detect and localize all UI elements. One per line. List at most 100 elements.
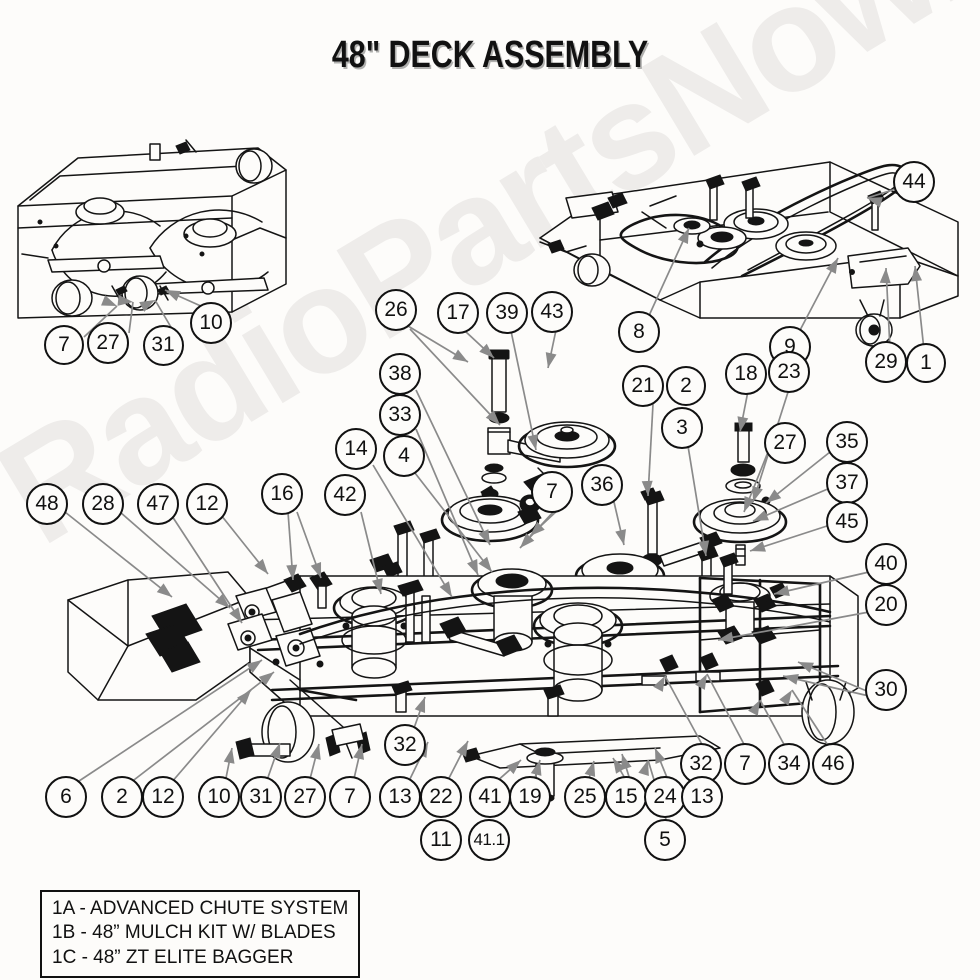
legend-line-1a: 1A - ADVANCED CHUTE SYSTEM: [52, 898, 349, 919]
callout-43[interactable]: 43: [531, 291, 573, 333]
callout-7[interactable]: 7: [44, 325, 84, 365]
callout-27[interactable]: 27: [284, 776, 326, 818]
callout-33[interactable]: 33: [379, 394, 421, 436]
callout-28[interactable]: 28: [82, 483, 124, 525]
callout-46[interactable]: 46: [812, 743, 854, 785]
leader-7c-a-arrowhead: [520, 533, 535, 548]
callout-1[interactable]: 1: [906, 343, 946, 383]
leader-30b: [782, 675, 870, 697]
leader-22: [446, 740, 469, 783]
callout-15[interactable]: 15: [605, 776, 647, 818]
page-title: 48" DECK ASSEMBLY: [331, 34, 649, 76]
callout-7[interactable]: 7: [724, 743, 766, 785]
callout-7[interactable]: 7: [329, 776, 371, 818]
leader-30a: [797, 661, 870, 693]
callout-39[interactable]: 39: [486, 292, 528, 334]
leader-19-arrowhead: [530, 760, 542, 776]
callout-24[interactable]: 24: [644, 776, 686, 818]
leader-26b-arrowhead: [485, 410, 500, 425]
leader-16a: [287, 511, 294, 581]
callout-41-1[interactable]: 41.1: [468, 819, 510, 861]
callout-30[interactable]: 30: [865, 669, 907, 711]
leader-9: [797, 257, 839, 335]
callout-21[interactable]: 21: [622, 365, 664, 407]
callout-37[interactable]: 37: [826, 462, 868, 504]
callout-34[interactable]: 34: [768, 743, 810, 785]
callout-29[interactable]: 29: [865, 341, 907, 383]
callout-27[interactable]: 27: [87, 322, 129, 364]
callout-27[interactable]: 27: [764, 422, 806, 464]
callout-22[interactable]: 22: [420, 776, 462, 818]
callout-5[interactable]: 5: [644, 819, 686, 861]
leader-20: [717, 611, 870, 641]
callout-41[interactable]: 41: [469, 776, 511, 818]
callout-26[interactable]: 26: [375, 289, 417, 331]
callout-10[interactable]: 10: [190, 302, 232, 344]
leader-17: [464, 330, 495, 359]
callout-20[interactable]: 20: [865, 584, 907, 626]
callout-32[interactable]: 32: [384, 724, 426, 766]
leader-8-top: [646, 227, 690, 321]
callout-13[interactable]: 13: [681, 776, 723, 818]
leader-44-arrowhead: [867, 197, 883, 208]
leader-6: [75, 659, 263, 784]
callout-31[interactable]: 31: [142, 324, 184, 366]
leader-34-arrowhead: [748, 700, 760, 716]
leader-35-arrowhead: [766, 489, 782, 503]
callout-10[interactable]: 10: [198, 776, 240, 818]
leader-40-arrowhead: [774, 585, 790, 596]
callout-2[interactable]: 2: [101, 776, 143, 818]
callout-42[interactable]: 42: [324, 474, 366, 516]
leader-1-arrowhead: [911, 266, 923, 282]
callout-19[interactable]: 19: [509, 776, 551, 818]
callout-12[interactable]: 12: [142, 776, 184, 818]
callout-13[interactable]: 13: [379, 776, 421, 818]
callout-16[interactable]: 16: [261, 473, 303, 515]
leader-37-arrowhead: [753, 510, 769, 521]
callout-17[interactable]: 17: [437, 292, 479, 334]
callout-47[interactable]: 47: [137, 483, 179, 525]
leader-31b-arrowhead: [269, 743, 281, 759]
leader-39: [510, 330, 537, 451]
callout-8[interactable]: 8: [618, 311, 660, 353]
callout-45[interactable]: 45: [826, 501, 868, 543]
callout-36[interactable]: 36: [581, 464, 623, 506]
callout-31[interactable]: 31: [240, 776, 282, 818]
leader-15a-arrowhead: [613, 758, 626, 774]
leader-38: [415, 389, 491, 546]
callout-48[interactable]: 48: [26, 483, 68, 525]
callout-4[interactable]: 4: [383, 435, 425, 477]
leader-7br: [706, 673, 748, 751]
leader-42: [360, 511, 382, 595]
leader-47-arrowhead: [229, 607, 242, 623]
callout-14[interactable]: 14: [335, 428, 377, 470]
callout-12[interactable]: 12: [186, 483, 228, 525]
callout-40[interactable]: 40: [865, 543, 907, 585]
callout-6[interactable]: 6: [45, 776, 87, 818]
leader-32r-arrowhead: [653, 676, 665, 692]
callout-25[interactable]: 25: [564, 776, 606, 818]
leader-27-inset: [128, 301, 134, 334]
callout-11[interactable]: 11: [420, 819, 462, 861]
callout-7[interactable]: 7: [531, 471, 573, 513]
callout-18[interactable]: 18: [725, 353, 767, 395]
leader-46-arrowhead: [779, 690, 792, 706]
callout-38[interactable]: 38: [379, 353, 421, 395]
callout-23[interactable]: 23: [768, 351, 810, 393]
leader-29: [885, 267, 891, 350]
spindle-center: [470, 568, 554, 652]
leader-10-inset-arrowhead: [165, 290, 181, 302]
callout-3[interactable]: 3: [661, 407, 703, 449]
leader-12b: [170, 689, 252, 784]
callout-44[interactable]: 44: [893, 161, 935, 203]
leader-10b-arrowhead: [223, 748, 235, 764]
leader-21: [647, 403, 654, 497]
leader-5-arrowhead: [638, 760, 649, 776]
leader-28: [119, 511, 231, 609]
leader-43-arrowhead: [545, 352, 557, 368]
leader-40: [773, 571, 870, 595]
leader-33: [415, 428, 479, 576]
callout-2[interactable]: 2: [666, 366, 706, 406]
legend-line-1b: 1B - 48” MULCH KIT W/ BLADES: [52, 922, 336, 944]
callout-35[interactable]: 35: [826, 421, 868, 463]
